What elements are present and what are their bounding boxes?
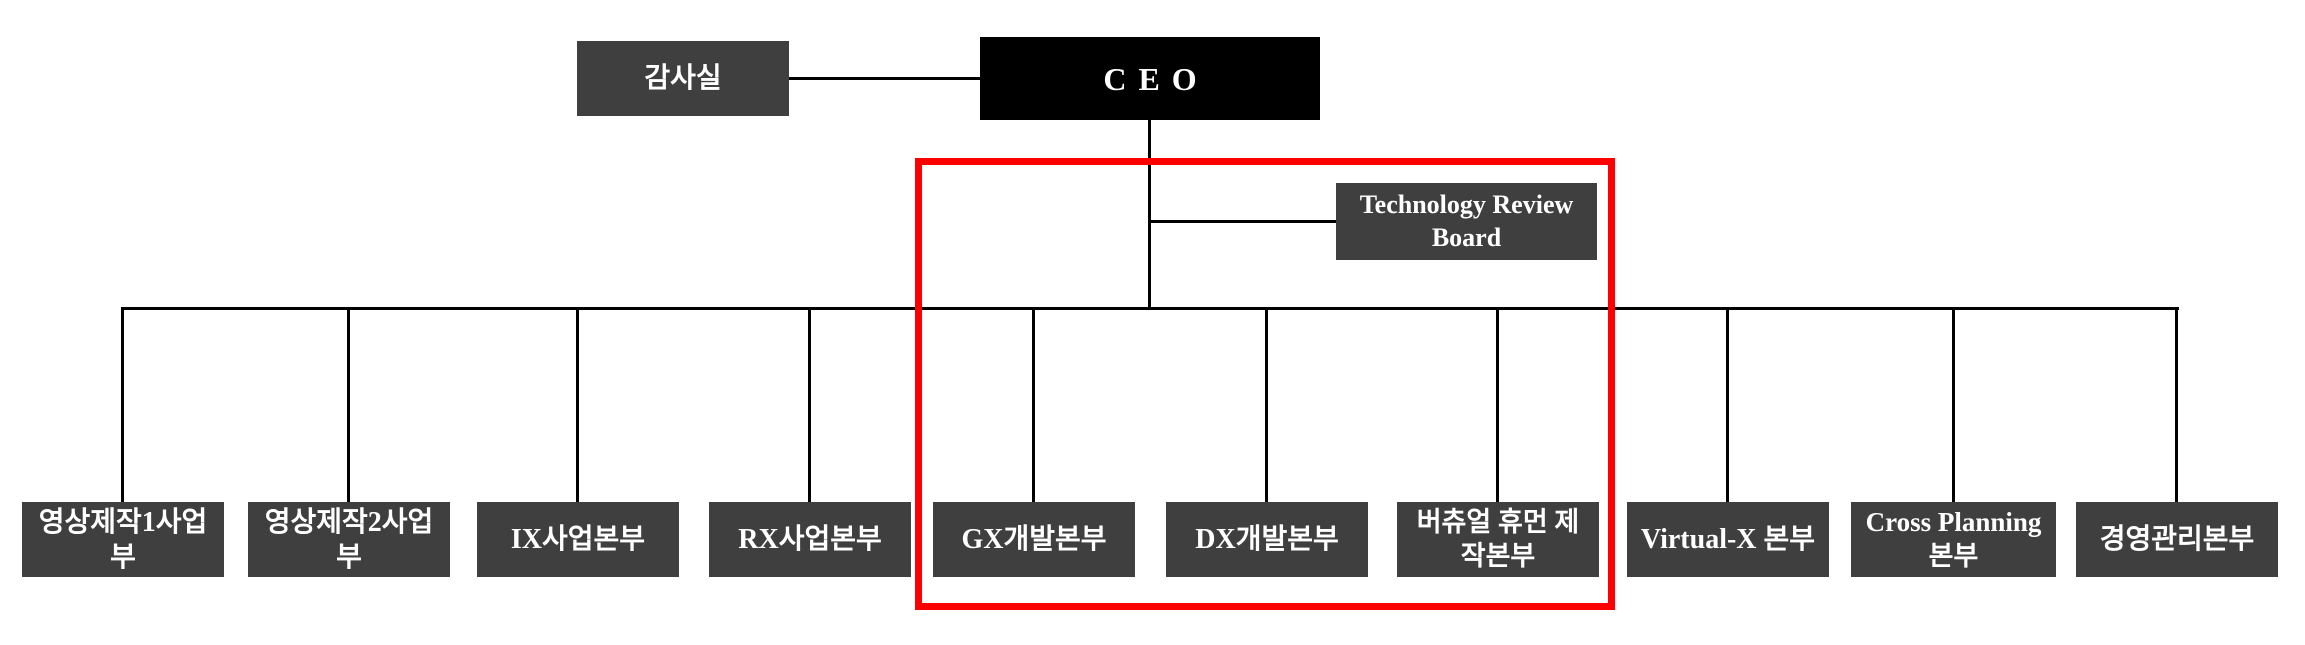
org-box-dept-video-production-1: 영상제작1사업부 [22,502,224,577]
org-box-dept-rx-business: RX사업본부 [709,502,911,577]
org-box-dept-virtual-x: Virtual-X 본부 [1627,502,1829,577]
connector-drop-dept-3 [576,307,579,503]
connector-departments-bus [122,307,2179,310]
ceo-label: CEO [1103,60,1209,97]
dept-label: RX사업본부 [738,524,882,555]
org-box-dept-video-production-2: 영상제작2사업부 [248,502,450,577]
org-box-dept-dx-development: DX개발본부 [1166,502,1368,577]
dept-label: 영상제작2사업부 [264,506,434,573]
dept-label: DX개발본부 [1195,524,1339,555]
org-box-technology-review-board: Technology Review Board [1336,183,1597,260]
connector-audit-to-ceo [789,77,980,80]
org-box-dept-ix-business: IX사업본부 [477,502,679,577]
connector-drop-dept-8 [1726,307,1729,503]
connector-drop-dept-10 [2175,307,2178,503]
connector-drop-dept-9 [1952,307,1955,503]
org-box-dept-management-administration: 경영관리본부 [2076,502,2278,577]
dept-label: GX개발본부 [961,524,1107,555]
connector-ceo-to-technology-review-board [1148,220,1336,223]
connector-drop-dept-1 [121,307,124,503]
dept-label: 버츄얼 휴먼 제작본부 [1416,506,1580,571]
technology-review-board-label: Technology Review Board [1359,190,1574,252]
org-box-dept-cross-planning: Cross Planning 본부 [1851,502,2056,577]
dept-label: Virtual-X 본부 [1640,524,1816,555]
org-box-ceo: CEO [980,37,1320,120]
audit-office-label: 감사실 [644,63,722,94]
connector-drop-dept-6 [1265,307,1268,503]
dept-label: 경영관리본부 [2099,524,2255,555]
dept-label: 영상제작1사업부 [38,506,208,573]
connector-drop-dept-5 [1032,307,1035,503]
org-box-audit-office: 감사실 [577,41,789,116]
connector-drop-dept-4 [808,307,811,503]
org-box-dept-gx-development: GX개발본부 [933,502,1135,577]
dept-label: IX사업본부 [510,524,646,555]
connector-ceo-drop [1148,120,1151,310]
connector-drop-dept-2 [347,307,350,503]
dept-label: Cross Planning 본부 [1865,506,2042,571]
connector-drop-dept-7 [1496,307,1499,503]
org-box-dept-virtual-human-production: 버츄얼 휴먼 제작본부 [1397,502,1599,577]
